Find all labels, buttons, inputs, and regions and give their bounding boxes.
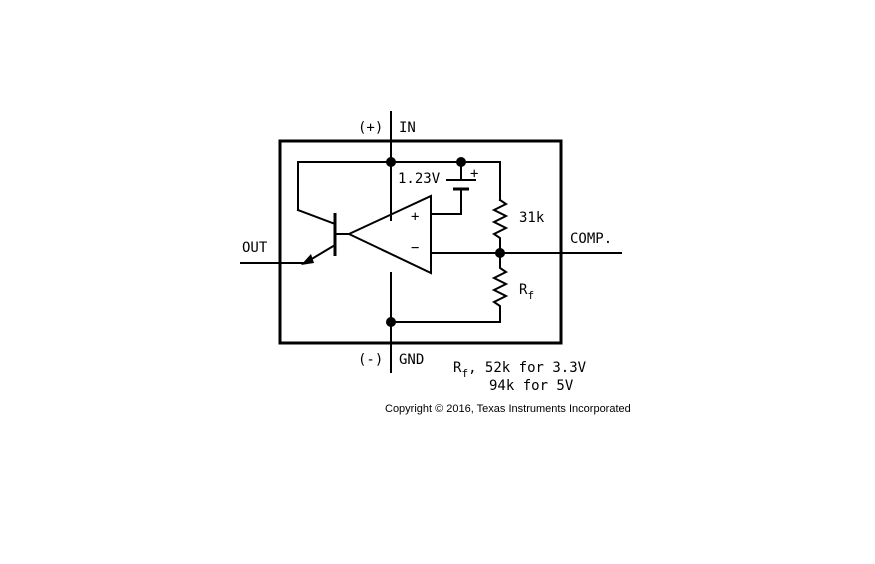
note-line-2: 94k for 5V [489, 378, 574, 394]
ref-to-opamp-plus [430, 188, 462, 215]
package-outline [278, 139, 563, 345]
reference-voltage-label: 1.23V [398, 171, 441, 187]
copyright-text: Copyright © 2016, Texas Instruments Inco… [385, 403, 631, 415]
r-top-label: 31k [519, 210, 545, 226]
opamp-symbol [346, 194, 432, 275]
opamp-minus-label: − [411, 240, 419, 256]
comp-label: COMP. [570, 231, 612, 247]
gnd-label: GND [399, 352, 424, 368]
junction-dot-divider [495, 248, 505, 258]
junction-dot-in [386, 157, 396, 167]
transistor-collector [296, 208, 337, 226]
in-polarity-label: (+) [358, 120, 383, 136]
collector-wire [297, 161, 392, 211]
gnd-polarity-label: (-) [358, 352, 383, 368]
in-label: IN [399, 120, 416, 136]
junction-dot-gnd [386, 317, 396, 327]
note-line-1: Rf, 52k for 3.3V [453, 360, 587, 380]
opamp-plus-label: + [411, 209, 419, 225]
battery-plus-label: + [470, 166, 478, 182]
out-label: OUT [242, 240, 268, 256]
rf-label: Rf [519, 282, 534, 302]
resistor-31k [491, 198, 509, 254]
junction-dot-ref [456, 157, 466, 167]
resistor-rf [491, 252, 509, 323]
